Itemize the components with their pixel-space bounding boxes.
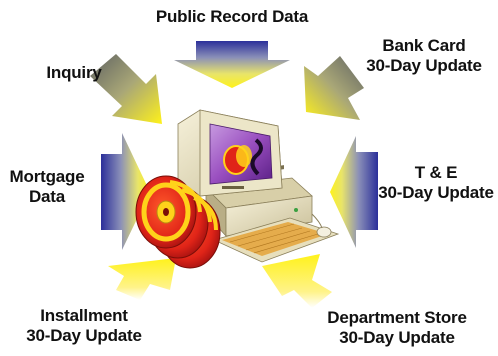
label-mortgage-line1: Mortgage: [9, 167, 85, 186]
label-bank-card: Bank Card 30-Day Update: [360, 36, 488, 76]
label-mortgage-data: Mortgage Data: [4, 167, 90, 207]
arrow-bank-card: [304, 56, 364, 120]
label-t-and-e: T & E 30-Day Update: [374, 163, 498, 203]
label-te-line2: 30-Day Update: [378, 183, 494, 202]
label-department-store: Department Store 30-Day Update: [318, 308, 476, 348]
label-installment-line1: Installment: [40, 306, 128, 325]
arrow-te: [330, 136, 378, 248]
arrow-mortgage: [101, 133, 150, 250]
arrow-department-store: [262, 254, 332, 308]
label-mortgage-line2: Data: [28, 187, 66, 206]
label-te-line1: T & E: [414, 163, 458, 182]
label-bank-card-line1: Bank Card: [382, 36, 466, 55]
arrow-installment: [108, 258, 176, 300]
label-department-line2: 30-Day Update: [339, 328, 455, 347]
label-installment: Installment 30-Day Update: [16, 306, 152, 346]
label-public-record-data: Public Record Data: [150, 7, 314, 27]
label-department-line1: Department Store: [327, 308, 467, 327]
label-inquiry-text: Inquiry: [46, 63, 102, 82]
arrow-public-record: [174, 41, 290, 88]
label-installment-line2: 30-Day Update: [26, 326, 142, 345]
data-disks-icon: [135, 175, 221, 269]
label-inquiry: Inquiry: [40, 63, 108, 83]
arrow-inquiry: [90, 54, 162, 124]
label-bank-card-line2: 30-Day Update: [366, 56, 482, 75]
computer-with-data-disks-icon: [135, 109, 340, 269]
label-public-record-text: Public Record Data: [155, 7, 309, 26]
